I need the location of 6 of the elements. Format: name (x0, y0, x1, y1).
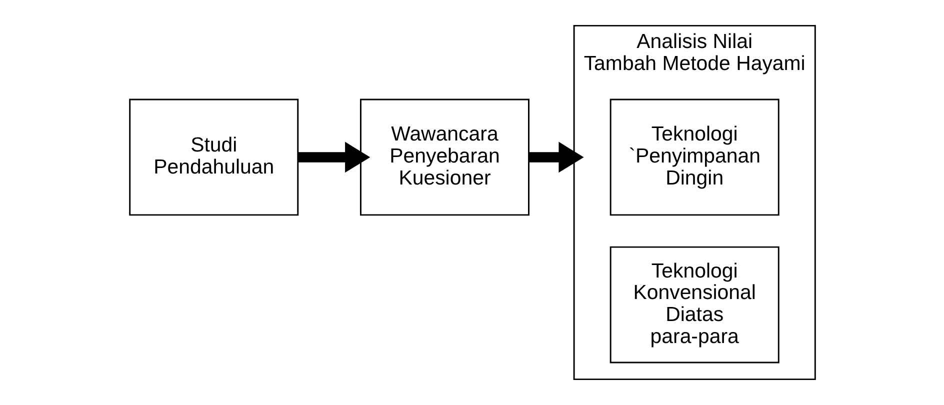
node-box: Teknologi Konvensional Diatas para-para (609, 246, 779, 364)
node-box: Studi Pendahuluan (128, 98, 298, 216)
arrow (298, 142, 370, 173)
node-box: Teknologi `Penyimpanan Dingin (609, 98, 779, 216)
arrow (528, 142, 584, 173)
node-box: Wawancara Penyebaran Kuesioner (359, 98, 529, 216)
